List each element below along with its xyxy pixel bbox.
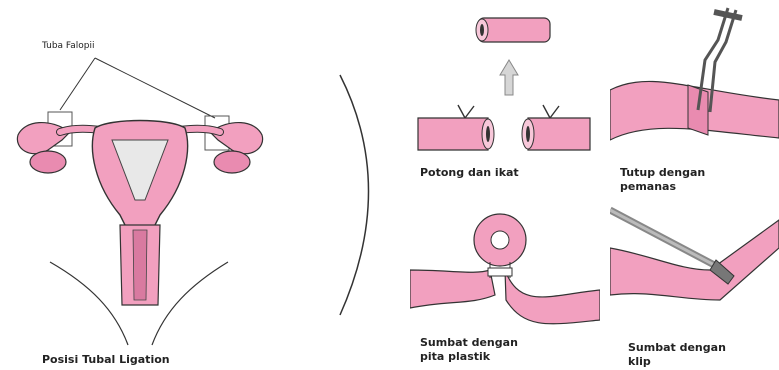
- label-sumbat-klip-2: klip: [628, 355, 651, 368]
- outline-right: [152, 262, 228, 345]
- label-tutup-2: pemanas: [620, 180, 676, 193]
- clip-panel: Sumbat dengan klip: [610, 200, 779, 370]
- label-tutup-1: Tutup dengan: [620, 166, 705, 179]
- up-arrow: [500, 60, 518, 95]
- forceps-handle: [714, 12, 742, 18]
- label-posisi: Posisi Tubal Ligation: [42, 353, 170, 366]
- label-tuba-falopii: Tuba Falopii: [42, 40, 95, 53]
- suture-left: [458, 105, 474, 118]
- plastic-ring-panel: Sumbat dengan pita plastik: [410, 200, 600, 370]
- tube-clipped: [610, 220, 779, 300]
- plastic-ring: [488, 268, 512, 276]
- tube-left-portion: [410, 270, 495, 308]
- stub-left: [418, 118, 488, 150]
- cut-tie-illustration: [410, 0, 600, 185]
- uterus-illustration: [0, 0, 320, 370]
- stub-right: [528, 118, 590, 150]
- label-potong: Potong dan ikat: [420, 166, 519, 179]
- label-pointer-right: [95, 58, 215, 118]
- suture-right: [543, 105, 559, 118]
- ovary-left: [30, 151, 66, 173]
- label-pointer-left: [60, 58, 95, 110]
- label-sumbat-plastik-1: Sumbat dengan: [420, 336, 518, 349]
- tube-right-portion: [505, 270, 600, 324]
- heat-seal-panel: Tutup dengan pemanas: [610, 0, 779, 215]
- uterus-diagram: Tuba Falopii Posisi Tubal Ligation: [0, 0, 320, 370]
- label-sumbat-klip-1: Sumbat dengan: [628, 341, 726, 354]
- ovary-right: [214, 151, 250, 173]
- removed-segment: [478, 18, 550, 42]
- label-sumbat-plastik-2: pita plastik: [420, 350, 490, 363]
- cut-and-tie-panel: Potong dan ikat: [410, 0, 600, 185]
- outline-left: [50, 262, 128, 345]
